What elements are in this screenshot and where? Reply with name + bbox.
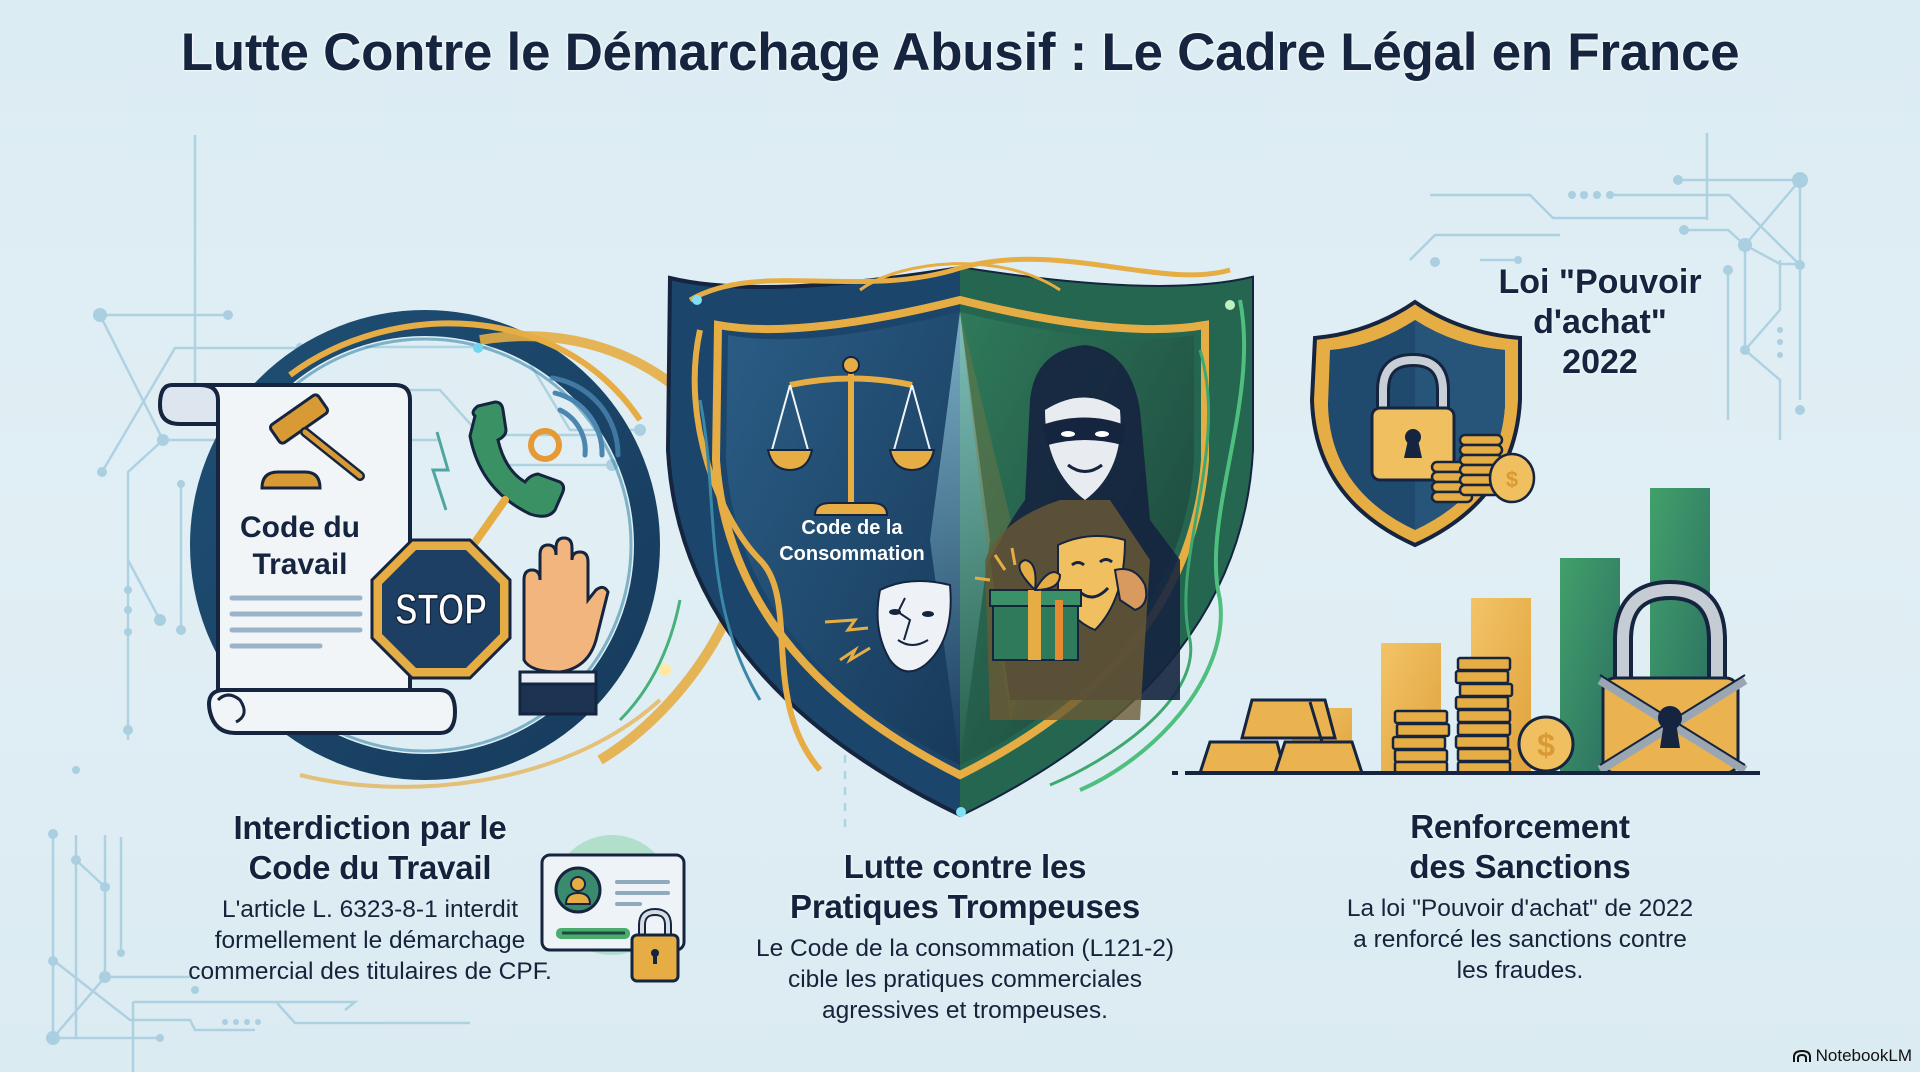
column-pratiques-trompeuses: Lutte contre les Pratiques Trompeuses Le… bbox=[715, 847, 1215, 1026]
scroll-label-2: Travail bbox=[252, 548, 347, 581]
body-line: Le Code de la consommation (L121-2) bbox=[755, 935, 1175, 962]
body-line: commercial des titulaires de CPF. bbox=[188, 958, 552, 985]
loi-label-line: Loi "Pouvoir bbox=[1498, 263, 1702, 301]
stop-label: STOP bbox=[395, 585, 487, 634]
lightning-icon bbox=[824, 618, 869, 632]
body-line: les fraudes. bbox=[1456, 957, 1584, 984]
notebooklm-watermark: NotebookLM bbox=[1792, 1046, 1912, 1066]
coin-stack-icon: $ bbox=[1430, 433, 1536, 504]
heading-line: Pratiques Trompeuses bbox=[790, 888, 1140, 925]
column-body: L'article L. 6323-8-1 interdit formellem… bbox=[160, 894, 580, 987]
body-line: La loi "Pouvoir d'achat" de 2022 bbox=[1346, 895, 1694, 922]
gavel-icon bbox=[260, 393, 365, 490]
lightning-icon bbox=[430, 431, 450, 511]
body-line: a renforcé les sanctions contre bbox=[1353, 926, 1687, 953]
body-line: formellement le démarchage bbox=[214, 927, 526, 954]
loi-pouvoir-achat-label: Loi "Pouvoir d'achat" 2022 bbox=[1450, 262, 1750, 382]
heading-line: des Sanctions bbox=[1409, 848, 1631, 885]
cracked-mask-icon bbox=[824, 580, 952, 673]
heading-line: Code du Travail bbox=[248, 849, 492, 886]
gift-box-icon bbox=[974, 547, 1082, 661]
column-code-du-travail: Interdiction par le Code du Travail L'ar… bbox=[160, 808, 580, 987]
padlock-icon bbox=[630, 907, 680, 983]
svg-text:$: $ bbox=[1537, 727, 1555, 763]
page-title: Lutte Contre le Démarchage Abusif : Le C… bbox=[180, 23, 1740, 82]
column-heading: Interdiction par le Code du Travail bbox=[160, 808, 580, 888]
body-line: cible les pratiques commerciales bbox=[787, 966, 1143, 993]
column-heading: Renforcement des Sanctions bbox=[1290, 807, 1750, 887]
svg-text:$: $ bbox=[1506, 467, 1518, 492]
body-line: L'article L. 6323-8-1 interdit bbox=[221, 896, 519, 923]
column-heading: Lutte contre les Pratiques Trompeuses bbox=[715, 847, 1215, 927]
column-body: Le Code de la consommation (L121-2) cibl… bbox=[715, 933, 1215, 1026]
phone-ringing-icon bbox=[448, 375, 621, 579]
gold-bars-icon bbox=[1197, 698, 1365, 775]
heading-line: Lutte contre les bbox=[843, 848, 1087, 885]
chained-padlock-icon bbox=[1597, 579, 1748, 775]
id-card-icon bbox=[540, 853, 686, 952]
heading-line: Renforcement bbox=[1410, 808, 1630, 845]
loi-label-line: d'achat" bbox=[1533, 303, 1667, 341]
stop-sign-icon: STOP bbox=[370, 538, 512, 680]
raised-hand-icon bbox=[518, 536, 610, 716]
scroll-document-icon bbox=[157, 383, 458, 735]
column-renforcement-sanctions: Renforcement des Sanctions La loi "Pouvo… bbox=[1290, 807, 1750, 986]
notebooklm-logo-icon bbox=[1792, 1049, 1811, 1062]
scroll-label: Code du bbox=[240, 511, 360, 544]
coin-stack-icon bbox=[1391, 656, 1514, 775]
shield-label-2: Consommation bbox=[779, 543, 925, 565]
watermark-label: NotebookLM bbox=[1815, 1046, 1912, 1065]
heading-line: Interdiction par le bbox=[233, 809, 507, 846]
column-body: La loi "Pouvoir d'achat" de 2022 a renfo… bbox=[1290, 893, 1750, 986]
scales-of-justice-icon bbox=[766, 356, 936, 516]
shield-label: Code de la bbox=[801, 517, 903, 539]
loi-label-year: 2022 bbox=[1562, 343, 1638, 381]
body-line: agressives et trompeuses. bbox=[822, 997, 1108, 1024]
